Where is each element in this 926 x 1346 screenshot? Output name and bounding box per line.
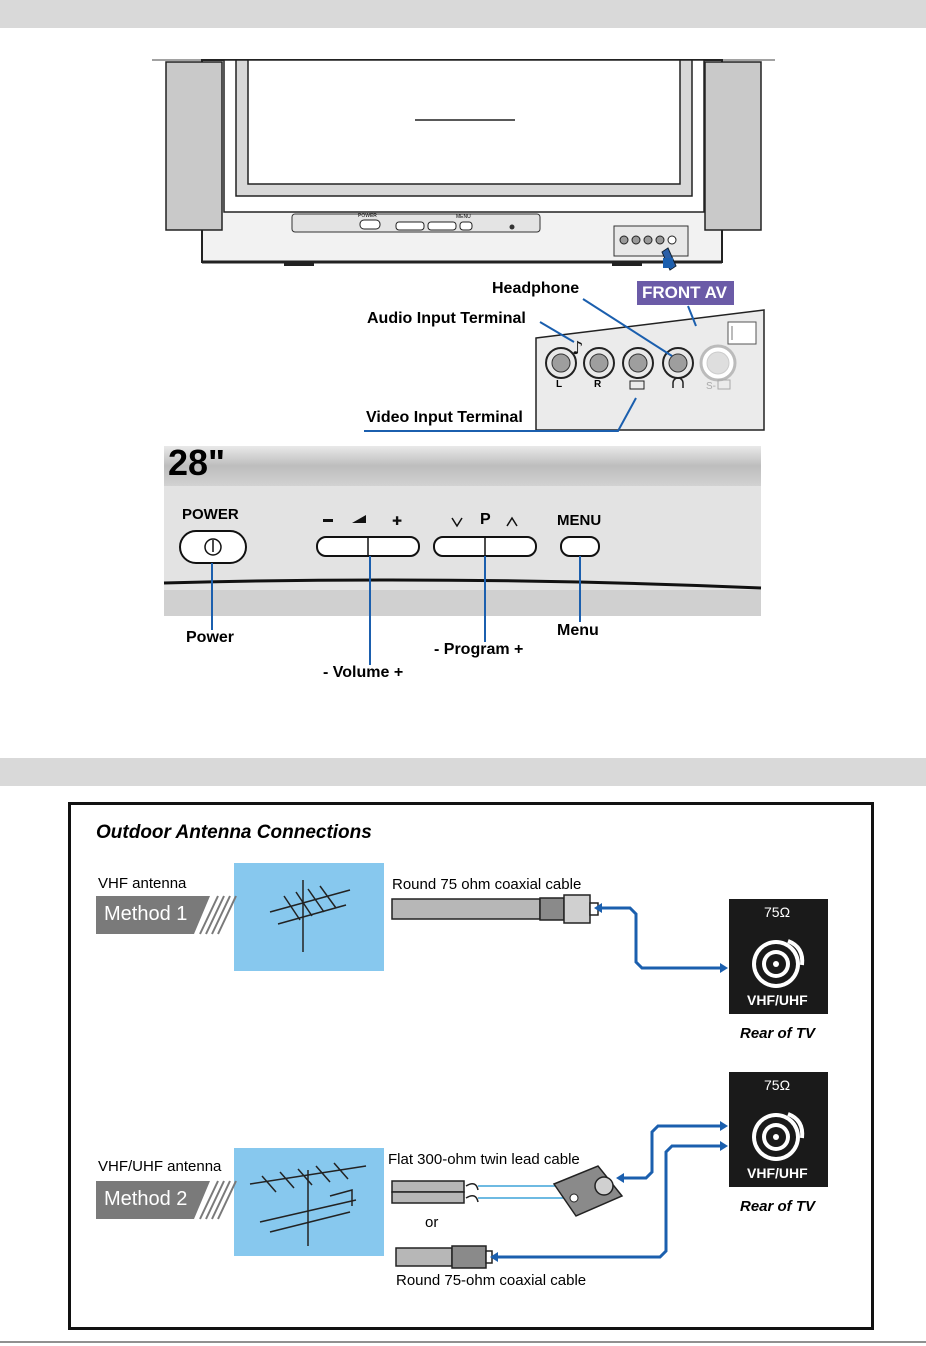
method2-coax-cable-label: Round 75-ohm coaxial cable [396, 1272, 587, 1289]
terminal1-caption: Rear of TV [740, 1025, 816, 1042]
method1-badge-label: Method 1 [104, 903, 188, 925]
tv-menu-small-label: MENU [456, 214, 471, 220]
power-callout: Power [186, 629, 235, 646]
antenna-section-title: Outdoor Antenna Connections [96, 822, 372, 843]
terminal2-caption: Rear of TV [740, 1198, 816, 1215]
program-callout: - Program + [434, 641, 524, 658]
menu-callout: Menu [557, 622, 599, 639]
right-speaker [704, 61, 762, 231]
vhf-antenna-drawing [269, 880, 351, 952]
headphone-callout: Headphone [492, 280, 580, 297]
section-header-band-middle [0, 758, 926, 786]
method1-cable-label: Round 75 ohm coaxial cable [392, 876, 582, 893]
tv-screen [247, 59, 681, 185]
program-letter: P [480, 511, 491, 528]
method2-antenna-label: VHF/UHF antenna [98, 1158, 222, 1175]
method1-antenna-label: VHF antenna [98, 875, 187, 892]
tv-size-heading: 28" [168, 442, 226, 483]
front-av-label: FRONT AV [642, 283, 727, 302]
front-av-badge [637, 281, 734, 305]
front-av-jack-panel: S- ♪ [364, 298, 765, 432]
method2-or-label: or [425, 1214, 439, 1231]
left-speaker [165, 61, 223, 231]
audio-input-callout: Audio Input Terminal [367, 310, 526, 327]
volume-callout: - Volume + [323, 664, 404, 681]
svg-text:✚: ✚ [392, 514, 402, 528]
tv-power-small-label: POWER [358, 213, 377, 219]
vhf-uhf-antenna-drawing [249, 1162, 367, 1246]
tv-front-illustration [152, 59, 775, 271]
section-header-band-top [0, 0, 926, 28]
svg-text:S-: S- [706, 381, 716, 392]
power-button-label: POWER [182, 506, 239, 523]
menu-button-label: MENU [557, 512, 602, 529]
jack-label-right: R [594, 379, 602, 390]
svg-text:♪: ♪ [572, 338, 584, 359]
terminal1-ohm-label: 75Ω [764, 904, 791, 920]
antenna-connections-frame [68, 802, 874, 1330]
video-input-callout: Video Input Terminal [366, 409, 523, 426]
control-panel-illustration: ✚ [163, 446, 762, 665]
terminal1-name-label: VHF/UHF [747, 992, 808, 1008]
method2-twin-cable-label: Flat 300-ohm twin lead cable [388, 1151, 580, 1168]
method2-badge-label: Method 2 [104, 1188, 188, 1210]
terminal2-name-label: VHF/UHF [747, 1165, 808, 1181]
jack-label-left: L [556, 379, 563, 390]
terminal2-ohm-label: 75Ω [764, 1077, 791, 1093]
